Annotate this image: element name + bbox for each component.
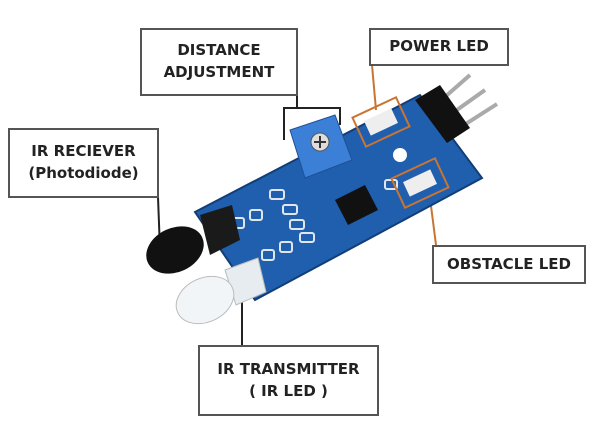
label-line: ADJUSTMENT	[163, 63, 275, 81]
distance-adjustment-label: DISTANCE ADJUSTMENT	[140, 28, 298, 96]
ir-receiver-label: IR RECIEVER (Photodiode)	[8, 128, 159, 198]
power-led-highlight	[351, 96, 411, 148]
ic-chip	[335, 185, 378, 225]
label-line: (Photodiode)	[28, 164, 139, 182]
ir-receiver-diode	[146, 205, 240, 274]
ir-transmitter-led	[175, 257, 267, 325]
label-line: POWER LED	[389, 37, 489, 56]
power-led-leader-line	[371, 64, 377, 111]
label-line: OBSTACLE LED	[447, 254, 571, 273]
power-led-label: POWER LED	[369, 28, 509, 66]
power-led-chip	[364, 108, 398, 136]
label-line: DISTANCE	[177, 41, 261, 60]
label-line: ( IR LED )	[249, 381, 328, 400]
potentiometer	[289, 114, 353, 179]
label-line: IR RECIEVER	[31, 142, 136, 161]
mounting-hole	[393, 148, 407, 162]
pin-header	[415, 85, 470, 143]
label-line: IR TRANSMITTER	[217, 359, 360, 378]
obstacle-led-label: OBSTACLE LED	[432, 245, 586, 284]
obstacle-led-chip	[403, 169, 437, 197]
distance-leader-line	[283, 95, 341, 140]
ir-transmitter-label: IR TRANSMITTER ( IR LED )	[198, 345, 379, 416]
obstacle-led-highlight	[390, 157, 450, 209]
